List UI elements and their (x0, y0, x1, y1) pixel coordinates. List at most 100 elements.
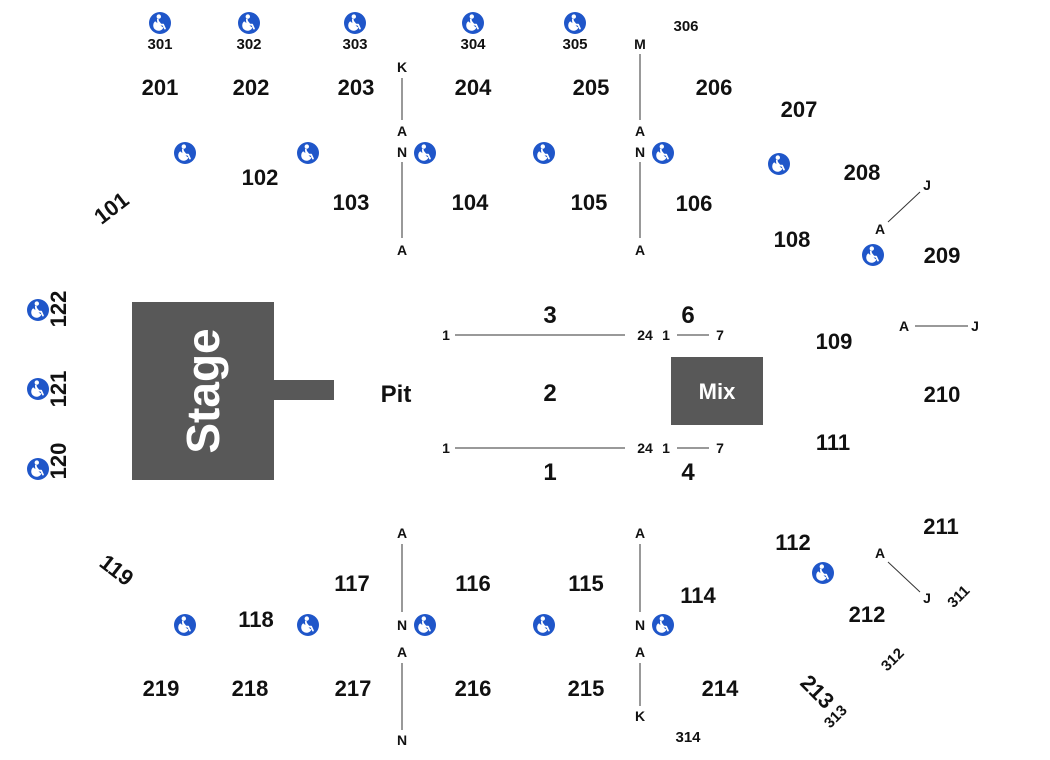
section-112[interactable]: 112 (775, 530, 811, 555)
aisle-lines (401, 54, 968, 730)
wheelchair-icon[interactable] (26, 377, 50, 401)
row-marker: A (397, 644, 407, 660)
row-marker: A (397, 242, 407, 258)
wheelchair-icon[interactable] (148, 11, 172, 35)
floor-section-6[interactable]: 6 (681, 302, 694, 329)
section-114[interactable]: 114 (680, 583, 716, 608)
section-204[interactable]: 204 (455, 75, 492, 100)
row-marker: K (635, 708, 645, 724)
row-marker: A (397, 525, 407, 541)
section-215[interactable]: 215 (568, 676, 605, 701)
section-304[interactable]: 304 (460, 36, 486, 53)
wheelchair-icon[interactable] (26, 457, 50, 481)
section-211[interactable]: 211 (923, 514, 959, 539)
section-216[interactable]: 216 (455, 676, 492, 701)
section-311[interactable]: 311 (944, 582, 973, 611)
section-115[interactable]: 115 (568, 571, 604, 596)
section-202[interactable]: 202 (233, 75, 270, 100)
section-117[interactable]: 117 (334, 571, 370, 596)
wheelchair-icon[interactable] (461, 11, 485, 35)
section-306[interactable]: 306 (673, 18, 698, 35)
section-218[interactable]: 218 (232, 676, 269, 701)
section-109[interactable]: 109 (816, 329, 853, 354)
wheelchair-icon[interactable] (237, 11, 261, 35)
mix-position[interactable]: Mix (671, 357, 763, 425)
wheelchair-icon[interactable] (343, 11, 367, 35)
stage[interactable]: Stage (132, 302, 334, 480)
section-203[interactable]: 203 (338, 75, 375, 100)
wheelchair-icon[interactable] (811, 561, 835, 585)
section-302[interactable]: 302 (236, 36, 261, 53)
seat-marker: 1 (442, 440, 450, 456)
section-118[interactable]: 118 (238, 607, 274, 632)
section-314[interactable]: 314 (675, 729, 701, 746)
section-120[interactable]: 120 (46, 443, 71, 480)
wheelchair-icon[interactable] (532, 613, 556, 637)
section-301[interactable]: 301 (147, 36, 172, 53)
section-116[interactable]: 116 (455, 571, 491, 596)
row-marker: J (923, 590, 931, 606)
row-marker: J (923, 177, 931, 193)
section-111[interactable]: 111 (816, 430, 850, 455)
wheelchair-icon[interactable] (767, 152, 791, 176)
section-212[interactable]: 212 (849, 602, 886, 627)
section-106[interactable]: 106 (676, 191, 713, 216)
section-214[interactable]: 214 (702, 676, 739, 701)
floor-section-3[interactable]: 3 (543, 302, 556, 329)
section-206[interactable]: 206 (696, 75, 733, 100)
row-marker: K (397, 59, 407, 75)
seat-marker: 7 (716, 327, 724, 343)
section-122[interactable]: 122 (46, 291, 71, 328)
section-103[interactable]: 103 (333, 190, 370, 215)
floor-section-1[interactable]: 1 (543, 459, 556, 486)
section-305[interactable]: 305 (562, 36, 587, 53)
wheelchair-icon[interactable] (651, 141, 675, 165)
wheelchair-icon[interactable] (532, 141, 556, 165)
wheelchair-icon[interactable] (173, 613, 197, 637)
wheelchair-icon[interactable] (173, 141, 197, 165)
floor-section-4[interactable]: 4 (681, 459, 695, 486)
row-marker: M (634, 36, 646, 52)
row-marker: N (397, 732, 407, 748)
wheelchair-icon[interactable] (296, 613, 320, 637)
seat-marker: 1 (662, 327, 670, 343)
wheelchair-icon[interactable] (563, 11, 587, 35)
section-101[interactable]: 101 (89, 187, 133, 229)
section-104[interactable]: 104 (452, 190, 489, 215)
section-219[interactable]: 219 (143, 676, 180, 701)
section-312[interactable]: 312 (878, 645, 908, 675)
mix-label: Mix (699, 379, 736, 404)
row-marker: A (635, 644, 645, 660)
floor-section-2[interactable]: 2 (543, 380, 556, 407)
section-201[interactable]: 201 (142, 75, 179, 100)
section-205[interactable]: 205 (573, 75, 610, 100)
wheelchair-icon[interactable] (861, 243, 885, 267)
section-208[interactable]: 208 (844, 160, 881, 185)
section-119[interactable]: 119 (95, 549, 138, 591)
section-207[interactable]: 207 (781, 97, 818, 122)
row-marker: A (635, 242, 645, 258)
section-209[interactable]: 209 (924, 243, 961, 268)
wheelchair-icon[interactable] (651, 613, 675, 637)
wheelchair-icon[interactable] (413, 613, 437, 637)
seat-marker: 24 (637, 327, 653, 343)
section-108[interactable]: 108 (774, 227, 811, 252)
row-marker: A (635, 525, 645, 541)
wheelchair-icon[interactable] (413, 141, 437, 165)
section-121[interactable]: 121 (46, 371, 71, 408)
seat-marker: 7 (716, 440, 724, 456)
section-102[interactable]: 102 (242, 165, 279, 190)
row-marker: J (971, 318, 979, 334)
section-217[interactable]: 217 (335, 676, 372, 701)
floor-row-lines (455, 334, 709, 449)
seat-marker: 24 (637, 440, 653, 456)
section-210[interactable]: 210 (924, 382, 961, 407)
section-303[interactable]: 303 (342, 36, 367, 53)
pit-section[interactable]: Pit (381, 381, 412, 408)
wheelchair-icon[interactable] (296, 141, 320, 165)
section-105[interactable]: 105 (571, 190, 608, 215)
wheelchair-icon[interactable] (26, 298, 50, 322)
row-marker: N (397, 617, 407, 633)
row-marker: A (635, 123, 645, 139)
